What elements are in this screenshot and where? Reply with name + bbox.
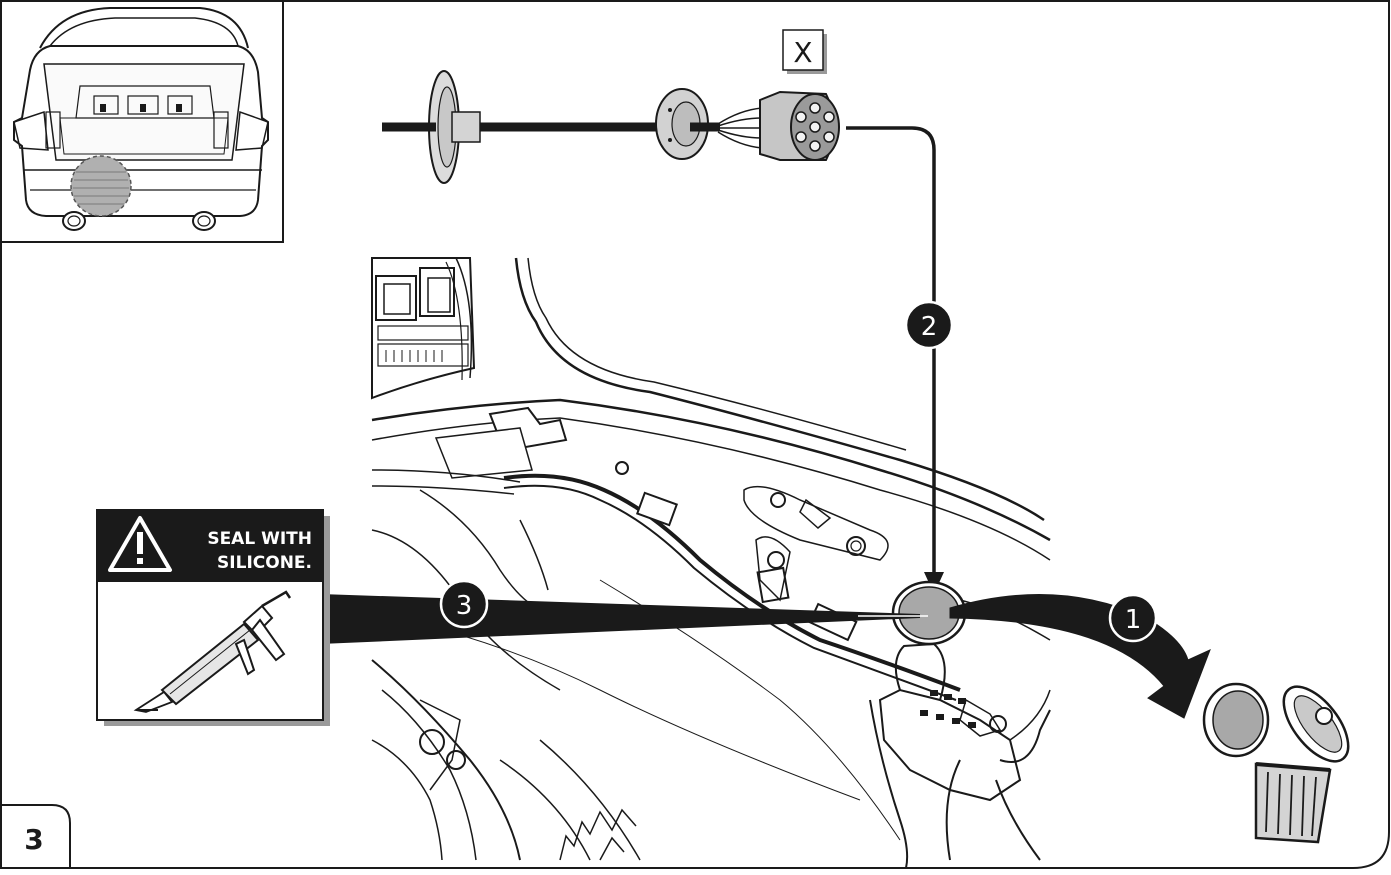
step-marker-1: 1 — [1108, 593, 1158, 643]
silicone-gun-icon — [133, 590, 292, 713]
routing-arrow — [846, 126, 936, 578]
warning-line-1: SEAL WITH — [207, 529, 312, 549]
step-marker-3-text: 3 — [456, 591, 473, 621]
step-marker-2-text: 2 — [921, 312, 938, 342]
floor-grommet — [891, 580, 967, 646]
inset-rear-view — [0, 0, 284, 243]
cable-assembly — [382, 70, 840, 184]
step-number-tab: 3 — [0, 804, 71, 869]
step-marker-1-text: 1 — [1125, 605, 1142, 635]
step-number: 3 — [24, 823, 43, 856]
part-x-label: X — [782, 29, 827, 74]
discarded-grommet — [1202, 682, 1270, 758]
part-x-text: X — [793, 36, 812, 69]
silicone-pointer — [320, 594, 920, 644]
removal-arrow — [949, 594, 1211, 719]
warning-panel: SEAL WITH SILICONE. — [96, 509, 330, 726]
trash-bin-icon — [1254, 685, 1350, 844]
warning-line-2: SILICONE. — [217, 553, 312, 573]
step-marker-2: 2 — [904, 300, 954, 350]
step-marker-3: 3 — [439, 579, 489, 629]
trunk-floor-illustration — [371, 257, 1051, 869]
